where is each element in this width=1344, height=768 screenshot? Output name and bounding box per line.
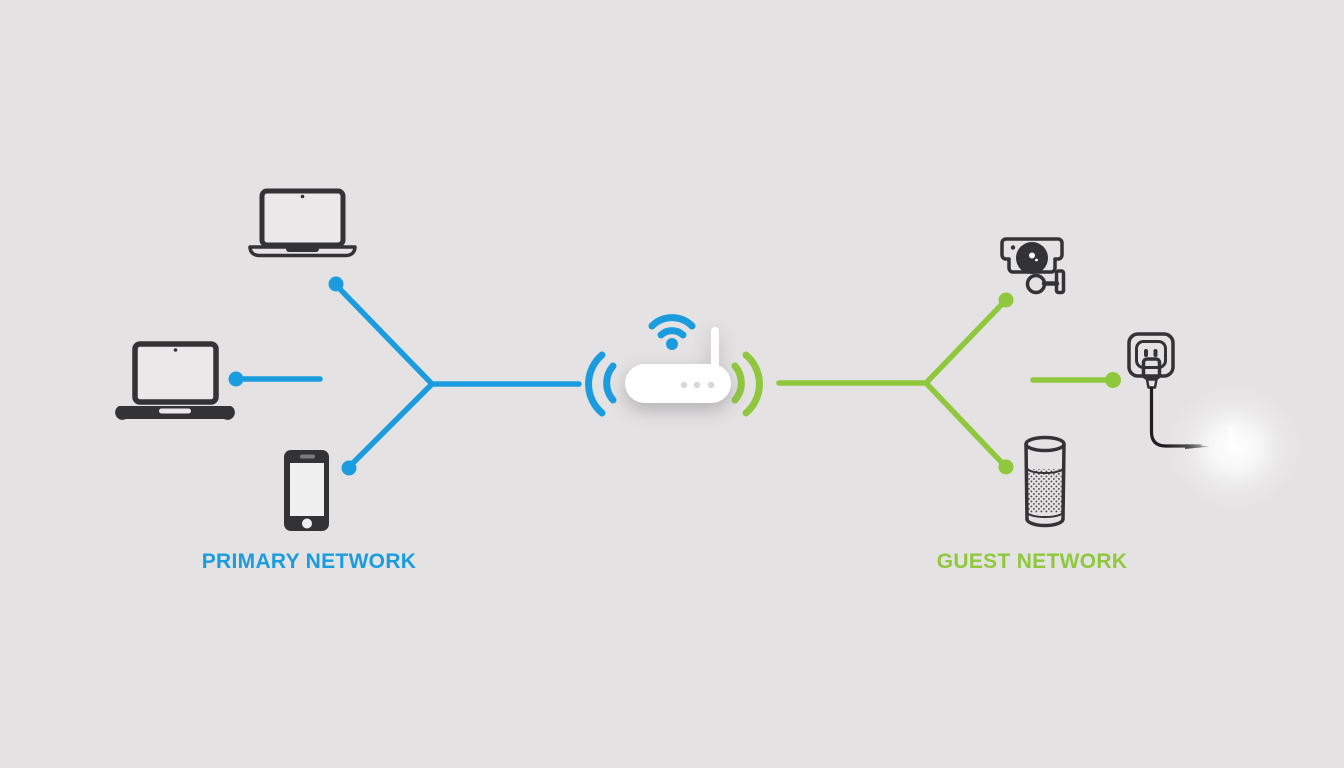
smart-speaker-icon [1024, 435, 1066, 528]
guest-network-label: GUEST NETWORK [936, 550, 1128, 573]
router-body [625, 327, 731, 403]
guest-network-lines [776, 292, 1121, 475]
primary-network-lines [228, 276, 582, 476]
wifi-signal-icon [648, 314, 696, 350]
wifi-router-icon [585, 314, 763, 417]
wifi-waves-left-icon [585, 351, 617, 417]
laptop-top-icon [248, 188, 357, 258]
smartphone-icon [284, 450, 329, 531]
smart-plug-icon [1127, 332, 1210, 449]
primary-network-label: PRIMARY NETWORK [201, 550, 417, 573]
laptop-left-icon [115, 341, 235, 420]
wifi-waves-right-icon [731, 351, 763, 417]
security-camera-icon [1000, 237, 1066, 295]
